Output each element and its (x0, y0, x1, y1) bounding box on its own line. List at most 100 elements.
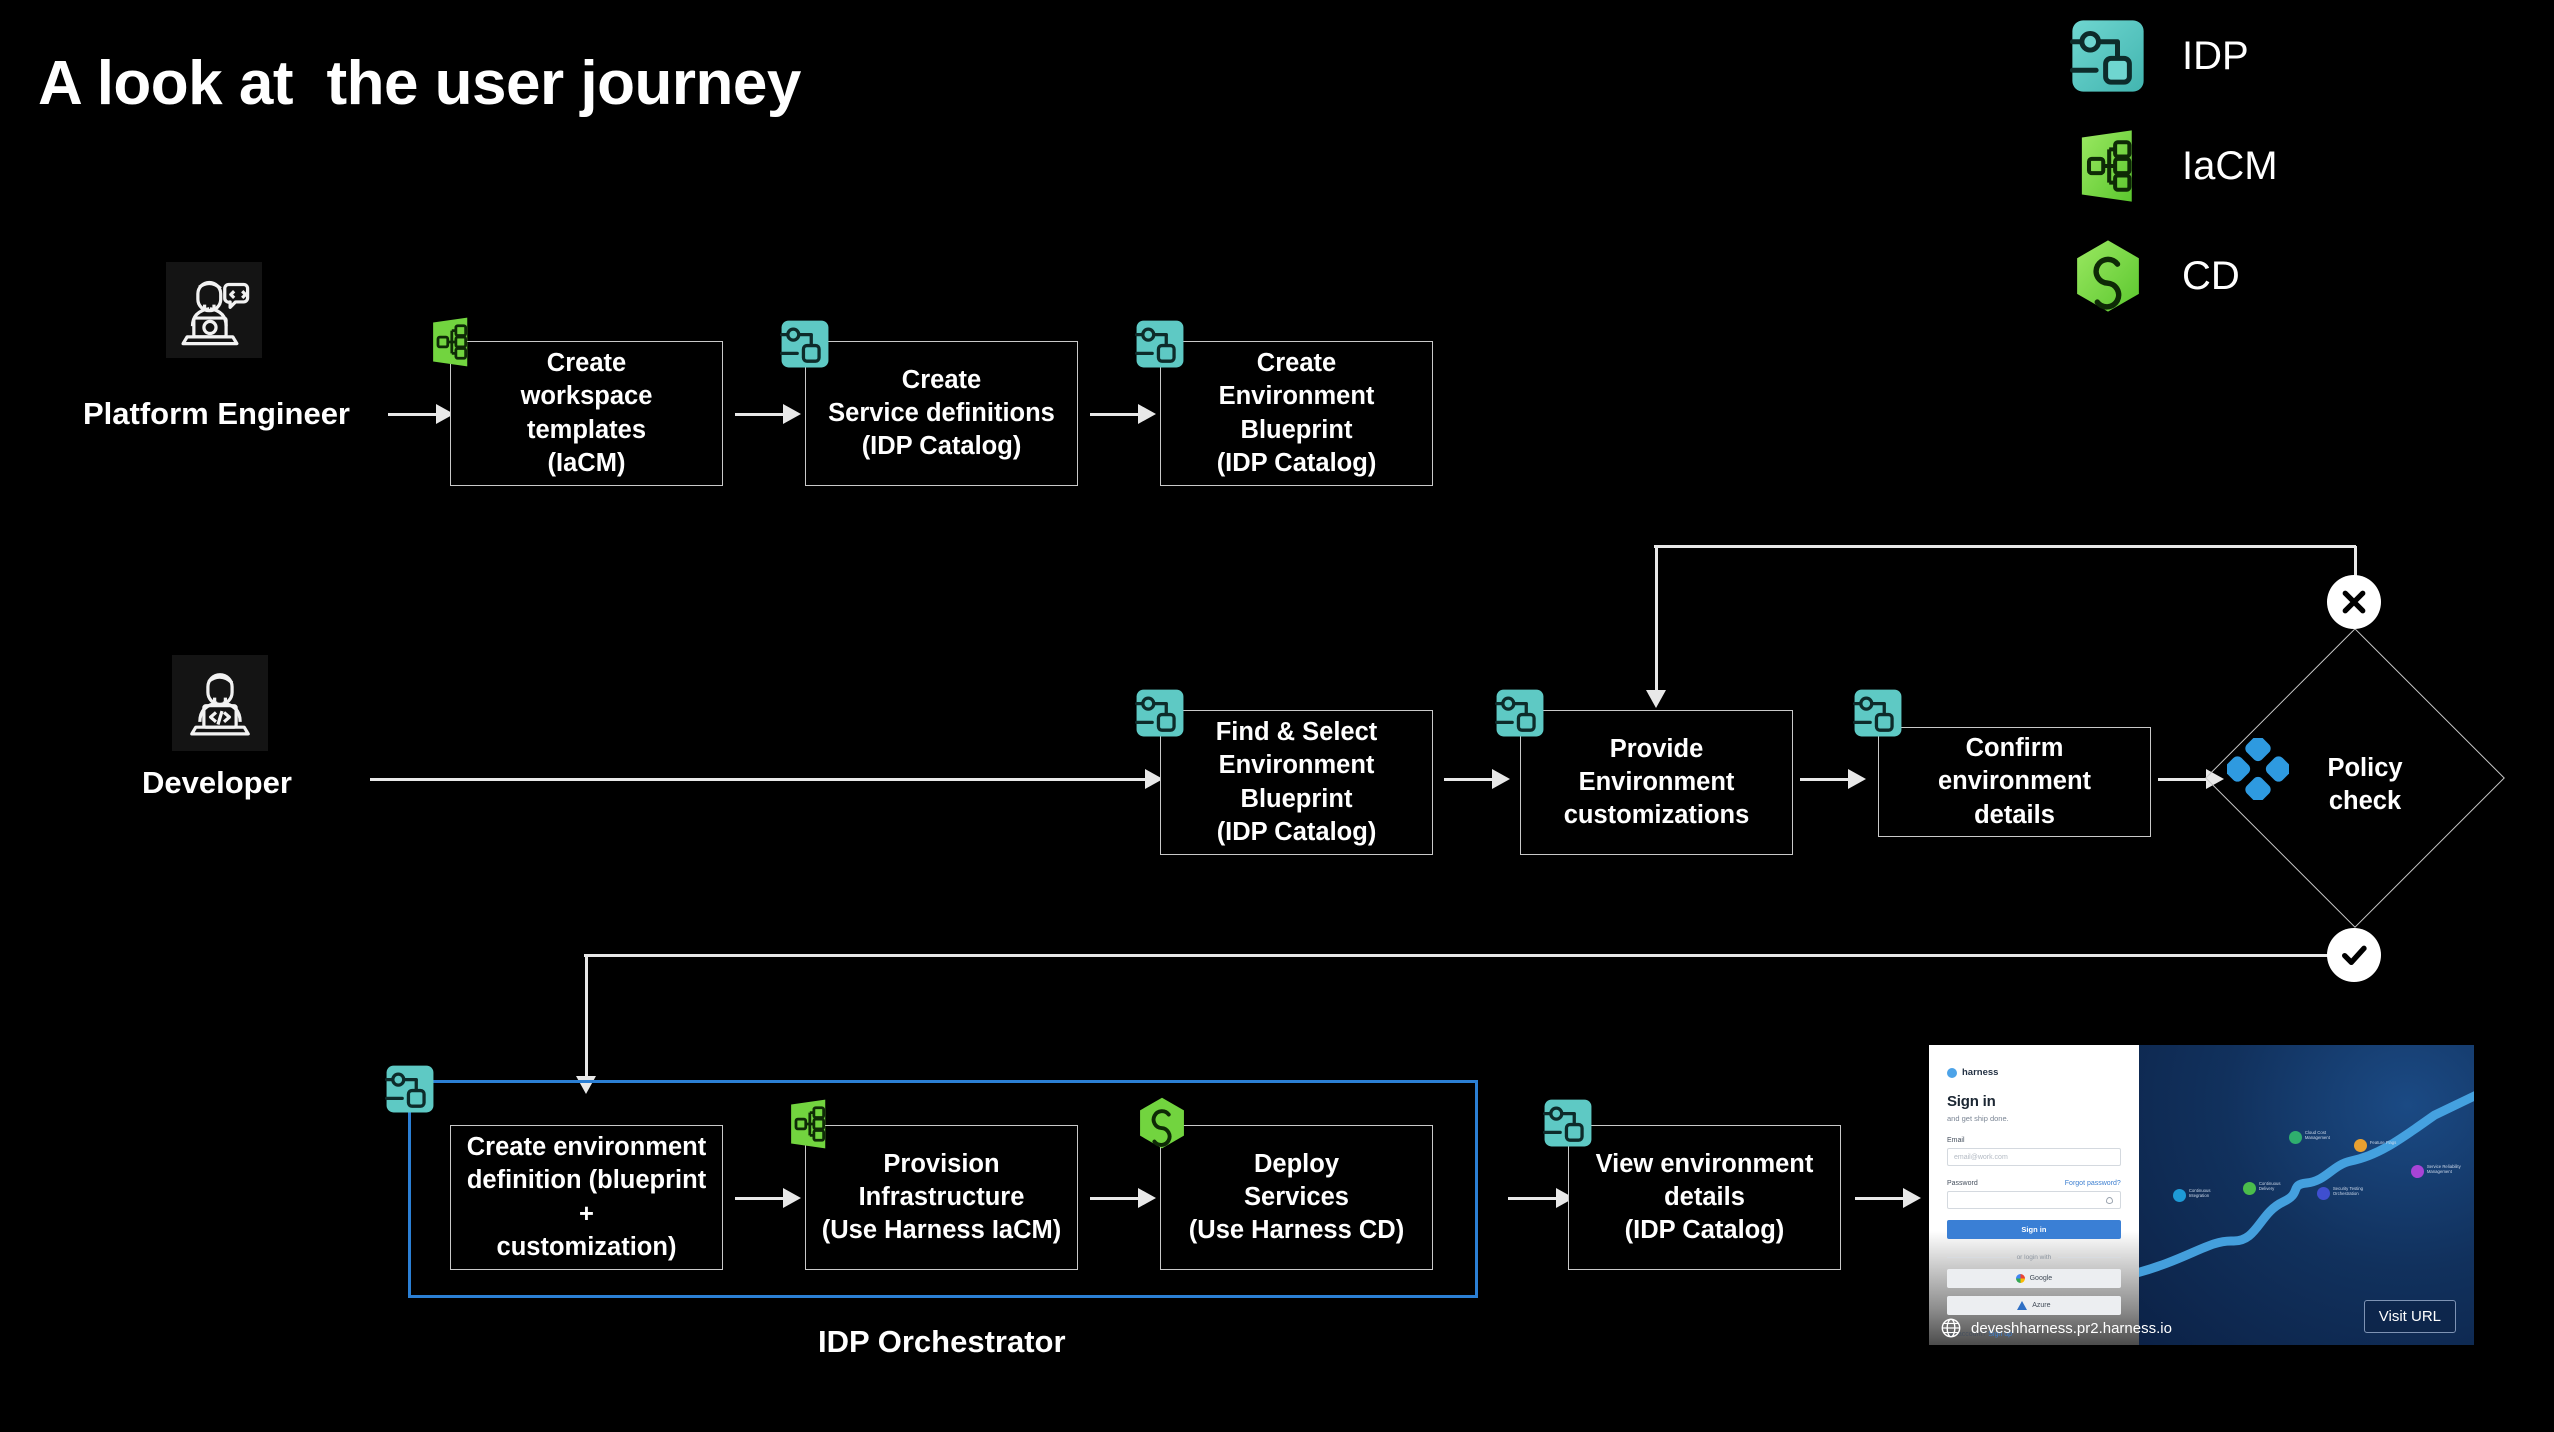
failpath-segment-down (1655, 545, 1658, 693)
iacm-module-icon (425, 316, 477, 373)
arrow-devstep3-to-policy (2206, 769, 2224, 789)
azure-icon (2017, 1301, 2028, 1310)
globe-icon (1941, 1318, 1961, 1338)
legend-item-label: CD (2182, 253, 2240, 298)
arrow-view-to-thumb (1903, 1188, 1921, 1208)
idp-module-icon (779, 319, 830, 374)
arrow-devstep2-to-devstep3 (1848, 769, 1866, 789)
passpath-segment-left (584, 954, 2330, 957)
harness-logo: harness (1947, 1067, 2121, 1078)
legend-item-idp: IDP (2069, 12, 2490, 100)
sso-azure-button[interactable]: Azure (1947, 1296, 2121, 1315)
orch-step-1[interactable]: Create environment definition (blueprint… (450, 1125, 723, 1270)
failpath-segment-left (1654, 545, 2356, 548)
arrow-step2-to-step3 (1138, 404, 1156, 424)
arrow-orch1-to-orch2 (783, 1188, 801, 1208)
connector-orch2-to-orch3 (1090, 1197, 1142, 1200)
dev-step-1[interactable]: Find & Select Environment Blueprint (IDP… (1160, 710, 1433, 855)
dev-step-3[interactable]: Confirm environment details (1878, 727, 2151, 837)
cd-module-icon (2070, 238, 2146, 314)
arrow-orch2-to-orch3 (1138, 1188, 1156, 1208)
arrow-pe-to-step1 (436, 404, 454, 424)
sign-up-link[interactable]: Sign up (1988, 1331, 2013, 1338)
module-legend: IDP IaCM (2069, 12, 2490, 342)
idp-orchestrator-frame (408, 1080, 1478, 1298)
passpath-segment-down (585, 954, 588, 1079)
idp-module-icon (1542, 1098, 1593, 1153)
idp-module-icon (2069, 18, 2146, 94)
sso-google-button[interactable]: Google (1947, 1269, 2121, 1288)
google-icon (2015, 1274, 2025, 1283)
divider-line (2058, 1257, 2121, 1258)
no-account-row: No account? Sign up (1947, 1331, 2121, 1338)
forgot-password-link[interactable]: Forgot password? (2064, 1180, 2121, 1187)
idp-module-icon (1134, 319, 1185, 374)
connector-view-to-thumb (1855, 1197, 1907, 1200)
idp-module-icon (1852, 688, 1903, 743)
idp-module-icon (384, 1064, 435, 1119)
idp-module-icon (1134, 688, 1185, 743)
pe-step-1[interactable]: Create workspace templates (IaCM) (450, 341, 723, 486)
thumbnail-url-bar: deveshharness.pr2.harness.io (1929, 1311, 2474, 1345)
module-dot-ff (2353, 1139, 2367, 1152)
password-label: Password (1947, 1180, 1978, 1187)
connector-dev-to-step1 (370, 778, 1150, 781)
pe-step-2[interactable]: Create Service definitions (IDP Catalog) (805, 341, 1078, 486)
sso-google-label: Google (2029, 1275, 2053, 1282)
idp-module-icon (1494, 688, 1545, 743)
module-label-ci: Continuous Integration (2188, 1188, 2211, 1198)
harness-journey-illustration: Continuous Integration Continuous Delive… (2138, 1045, 2474, 1345)
orch-step-2[interactable]: Provision Infrastructure (Use Harness Ia… (805, 1125, 1078, 1270)
iacm-module-icon (783, 1098, 835, 1155)
platform-engineer-label: Platform Engineer (83, 396, 350, 431)
iacm-module-icon (2070, 128, 2146, 204)
dev-step-2[interactable]: Provide Environment customizations (1520, 710, 1793, 855)
thumbnail-url-text: deveshharness.pr2.harness.io (1971, 1319, 2172, 1337)
connector-devstep2-to-devstep3 (1800, 778, 1852, 781)
module-label-cd: Continuous Delivery (2258, 1181, 2281, 1191)
signin-heading: Sign in (1947, 1093, 1996, 1110)
signin-subheading: and get ship done. (1947, 1114, 2009, 1123)
signin-button[interactable]: Sign in (1947, 1220, 2121, 1239)
arrow-devstep1-to-devstep2 (1492, 769, 1510, 789)
pe-step-3[interactable]: Create Environment Blueprint (IDP Catalo… (1160, 341, 1433, 486)
connector-pe-to-step1 (388, 413, 440, 416)
eye-icon[interactable] (2105, 1196, 2113, 1204)
legend-item-label: IaCM (2182, 143, 2278, 188)
harness-logo-text: harness (1962, 1067, 1999, 1078)
connector-devstep3-to-policy (2158, 778, 2210, 781)
arrow-step1-to-step2 (783, 404, 801, 424)
connector-orch1-to-orch2 (735, 1197, 787, 1200)
harness-signin-screenshot[interactable]: harness Sign in and get ship done. Email… (1929, 1045, 2474, 1345)
developer-avatar (172, 655, 268, 751)
email-field[interactable]: email@work.com (1947, 1148, 2121, 1166)
module-dot-srm (2410, 1165, 2424, 1178)
module-label-ccm: Cloud Cost Management (2304, 1130, 2330, 1140)
module-dot-ci (2172, 1189, 2186, 1202)
connector-step2-to-step3 (1090, 413, 1142, 416)
module-dot-sto (2316, 1187, 2330, 1200)
failpath-segment-up (2354, 546, 2357, 578)
sso-divider: or login with (1947, 1254, 2121, 1261)
module-label-srm: Service Reliability Management (2426, 1164, 2461, 1174)
module-label-ff: Feature Flags (2369, 1140, 2397, 1145)
divider-line (1947, 1257, 2010, 1258)
no-account-text: No account? (1947, 1331, 1987, 1338)
module-dot-cd (2242, 1182, 2256, 1195)
signin-panel: harness Sign in and get ship done. Email… (1929, 1045, 2139, 1345)
policy-opa-icon (2224, 735, 2292, 805)
orch-step-3[interactable]: Deploy Services (Use Harness CD) (1160, 1125, 1433, 1270)
check-badge (2327, 928, 2381, 982)
sso-azure-label: Azure (2032, 1302, 2051, 1309)
developer-label: Developer (142, 765, 292, 800)
visit-url-button[interactable]: Visit URL (2363, 1300, 2456, 1333)
arrow-failpath-into-customizations (1646, 690, 1666, 708)
connector-orch3-to-view (1508, 1197, 1560, 1200)
harness-logo-mark (1947, 1067, 1957, 1078)
page-title: A look at the user journey (38, 49, 801, 118)
password-field[interactable] (1947, 1191, 2121, 1209)
idp-orchestrator-label: IDP Orchestrator (818, 1324, 1066, 1359)
orch-after-step[interactable]: View environment details (IDP Catalog) (1568, 1125, 1841, 1270)
connector-step1-to-step2 (735, 413, 787, 416)
